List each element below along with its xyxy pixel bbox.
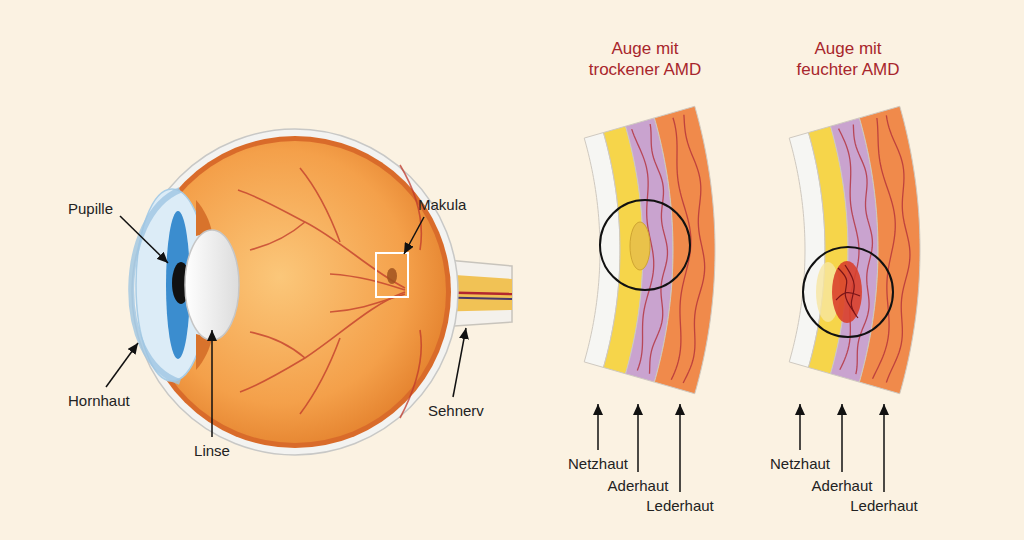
blood-vessel [886, 115, 910, 382]
section-heading: Auge mit feuchter AMD [783, 38, 913, 80]
vessel [400, 330, 421, 418]
retinal-vessels [238, 165, 421, 418]
part-label: Sehnerv [428, 402, 484, 420]
highlight-circle [600, 200, 690, 290]
leader-line [453, 328, 466, 397]
blood-vessel [683, 115, 705, 383]
abnormal-vessel [836, 293, 860, 300]
leader-line [679, 404, 681, 492]
vessel [300, 338, 340, 414]
leader-line [106, 343, 138, 387]
abnormal-vessel [845, 265, 858, 318]
vessel [238, 190, 405, 288]
layer-label: Netzhaut [770, 455, 830, 473]
lens [185, 230, 239, 340]
drusen-deposit [630, 222, 650, 270]
layer-label: Netzhaut [568, 455, 628, 473]
leader-line [597, 404, 599, 450]
cornea [131, 190, 180, 382]
sclera-layer [859, 106, 920, 393]
layer-label: Aderhaut [608, 477, 669, 495]
part-label: Pupille [68, 200, 113, 218]
leader-lines [106, 216, 884, 492]
blood-vessel [671, 118, 691, 380]
leader-line [120, 216, 168, 263]
macula-spot [387, 268, 397, 284]
leader-line [637, 404, 639, 472]
blood-vessel [839, 129, 859, 370]
highlight-circle [803, 247, 893, 337]
leader-line [799, 404, 801, 450]
sclera [132, 129, 458, 455]
part-label: Hornhaut [68, 392, 130, 410]
leader-line [841, 404, 843, 472]
retina-cross-section [584, 106, 715, 393]
layer-label: Lederhaut [850, 497, 918, 515]
leader-line [883, 404, 885, 492]
sclera-layer [654, 106, 715, 393]
layer-label: Aderhaut [812, 477, 873, 495]
section-heading: Auge mit trockener AMD [580, 38, 710, 80]
blood-vessel [873, 118, 896, 379]
part-label: Linse [194, 442, 230, 460]
blood-vessel [649, 124, 667, 374]
vessel [300, 168, 340, 242]
vessel [250, 222, 305, 250]
leader-line [404, 217, 424, 254]
macula-frame [376, 253, 408, 297]
retina-cross-section [789, 106, 920, 393]
layer-label: Lederhaut [646, 497, 714, 515]
cross-sections [584, 106, 920, 393]
part-label: Makula [418, 196, 466, 214]
bleeding-area [832, 261, 862, 323]
eye-interior [144, 141, 446, 443]
choroid [139, 136, 451, 448]
vessel [250, 332, 305, 358]
leader-line [211, 330, 213, 437]
